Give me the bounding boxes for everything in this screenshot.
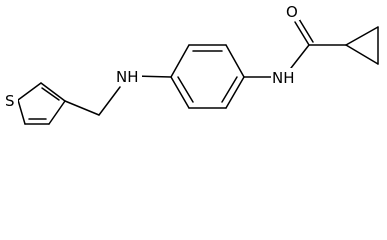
atom-amine-nh: NH bbox=[116, 67, 142, 86]
bond-c4-c5 bbox=[40, 82, 66, 102]
bond-b6-b1 bbox=[170, 76, 190, 109]
amide-nh-label: NH bbox=[272, 69, 295, 87]
bond-carbonyl-o-1 bbox=[294, 21, 310, 46]
bond-b4-b5-inner bbox=[221, 76, 238, 103]
bond-thiophene-ch2 bbox=[64, 100, 100, 116]
molecule-structure-diagram: S NH NH O bbox=[4, 2, 379, 125]
bond-b4-b5 bbox=[225, 76, 245, 109]
benzene-ring bbox=[170, 44, 245, 109]
bond-c3-c4 bbox=[48, 100, 66, 125]
bond-ch2-nh bbox=[98, 86, 121, 116]
bond-c5-s bbox=[17, 82, 42, 101]
bond-s-c2 bbox=[17, 99, 26, 125]
bond-c4-c5-inner bbox=[41, 87, 60, 101]
thiophene-ring bbox=[17, 82, 66, 125]
bond-b1-b2 bbox=[170, 44, 190, 78]
cyclopropane-ring bbox=[345, 26, 379, 65]
bond-b6-b1-inner bbox=[177, 76, 194, 103]
atom-carbonyl-oxygen: O bbox=[286, 2, 300, 21]
bond-amide-nh-carbonyl bbox=[290, 44, 310, 69]
atom-sulfur: S bbox=[4, 91, 18, 110]
sulfur-label: S bbox=[5, 92, 15, 110]
bond-b3-b4 bbox=[225, 44, 245, 78]
atom-amide-nh: NH bbox=[271, 68, 297, 87]
bond-carbonyl-o-2 bbox=[298, 18, 314, 43]
oxygen-label: O bbox=[286, 3, 298, 21]
bond-cp1-cp2 bbox=[345, 26, 379, 46]
bond-cp3-cp1 bbox=[345, 44, 379, 65]
amine-nh-label: NH bbox=[116, 68, 139, 86]
